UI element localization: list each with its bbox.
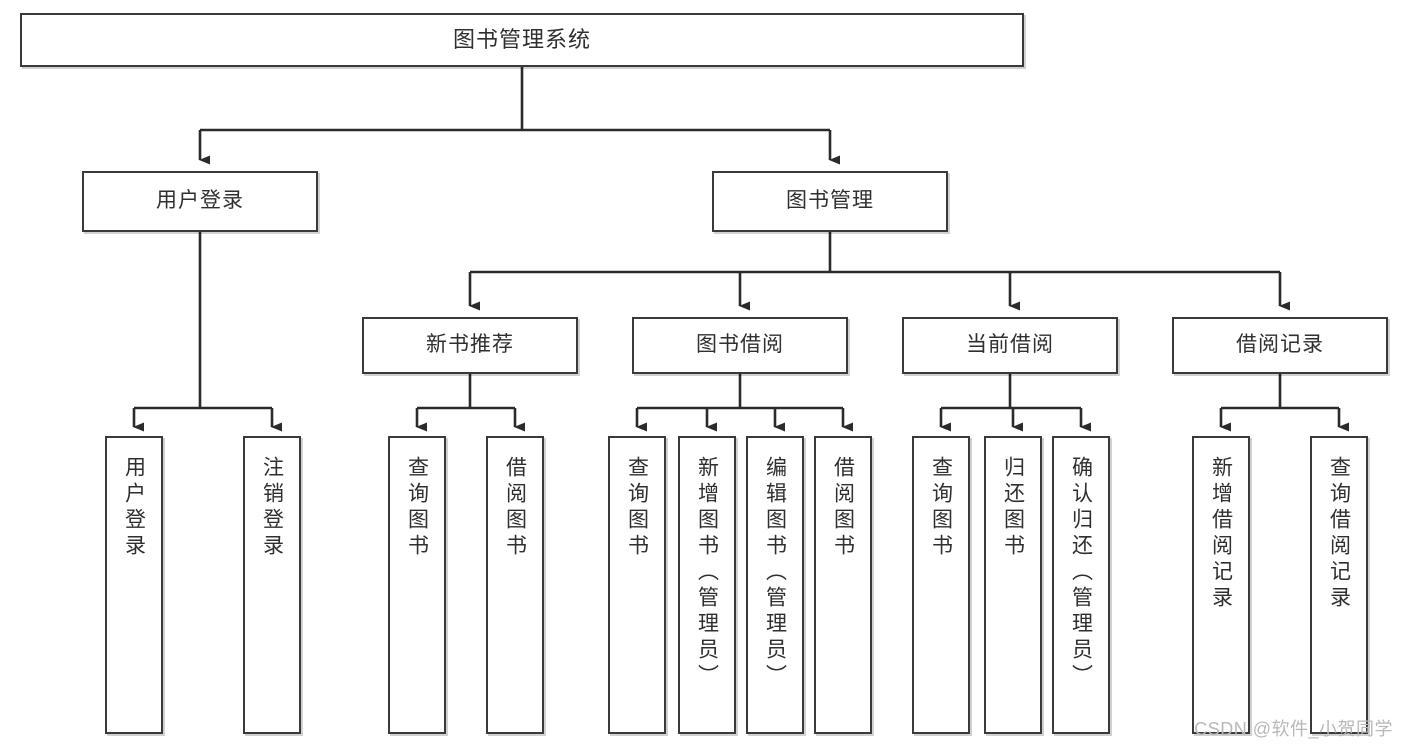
node-root-label: 图书管理系统 xyxy=(452,27,591,53)
node-book-borrow-label: 图书借阅 xyxy=(696,333,784,357)
leaf-query-book-current[interactable]: 查询图书 xyxy=(912,436,970,734)
leaf-query-book-borrow-label: 查询图书 xyxy=(625,456,649,560)
leaf-user-login-label: 用户登录 xyxy=(122,456,146,560)
leaf-borrow-book-rec[interactable]: 借阅图书 xyxy=(486,436,544,734)
leaf-borrow-book-label: 借阅图书 xyxy=(831,456,855,560)
leaf-query-book-rec[interactable]: 查询图书 xyxy=(388,436,446,734)
leaf-confirm-return-admin-label: 确认归还（管理员） xyxy=(1069,456,1093,690)
node-current-borrow-label: 当前借阅 xyxy=(966,333,1054,357)
leaf-add-borrow-record-label: 新增借阅记录 xyxy=(1209,456,1233,612)
leaf-add-book-admin[interactable]: 新增图书（管理员） xyxy=(678,436,736,734)
leaf-query-borrow-record[interactable]: 查询借阅记录 xyxy=(1310,436,1368,734)
leaf-return-book-label: 归还图书 xyxy=(1001,456,1025,560)
leaf-query-book-rec-label: 查询图书 xyxy=(405,456,429,560)
leaf-logout-label: 注销登录 xyxy=(260,456,284,560)
leaf-edit-book-admin[interactable]: 编辑图书（管理员） xyxy=(746,436,804,734)
node-borrow-record[interactable]: 借阅记录 xyxy=(1172,317,1388,374)
leaf-user-login[interactable]: 用户登录 xyxy=(105,436,163,734)
node-root[interactable]: 图书管理系统 xyxy=(20,13,1024,67)
leaf-query-book-borrow[interactable]: 查询图书 xyxy=(608,436,666,734)
leaf-query-book-current-label: 查询图书 xyxy=(929,456,953,560)
node-user-login[interactable]: 用户登录 xyxy=(82,171,318,232)
leaf-borrow-book[interactable]: 借阅图书 xyxy=(814,436,872,734)
node-book-management-label: 图书管理 xyxy=(786,189,874,213)
node-new-book-recommend[interactable]: 新书推荐 xyxy=(362,317,578,374)
leaf-edit-book-admin-label: 编辑图书（管理员） xyxy=(763,456,787,690)
leaf-query-borrow-record-label: 查询借阅记录 xyxy=(1327,456,1351,612)
node-book-borrow[interactable]: 图书借阅 xyxy=(632,317,848,374)
csdn-watermark: CSDN @软件_小贺同学 xyxy=(1194,719,1393,739)
leaf-confirm-return-admin[interactable]: 确认归还（管理员） xyxy=(1052,436,1110,734)
leaf-add-book-admin-label: 新增图书（管理员） xyxy=(695,456,719,690)
leaf-return-book[interactable]: 归还图书 xyxy=(984,436,1042,734)
leaf-add-borrow-record[interactable]: 新增借阅记录 xyxy=(1192,436,1250,734)
leaf-borrow-book-rec-label: 借阅图书 xyxy=(503,456,527,560)
node-new-book-recommend-label: 新书推荐 xyxy=(426,333,514,357)
leaf-logout[interactable]: 注销登录 xyxy=(243,436,301,734)
node-borrow-record-label: 借阅记录 xyxy=(1236,333,1324,357)
node-user-login-label: 用户登录 xyxy=(156,189,244,213)
node-current-borrow[interactable]: 当前借阅 xyxy=(902,317,1118,374)
node-book-management[interactable]: 图书管理 xyxy=(712,171,948,232)
